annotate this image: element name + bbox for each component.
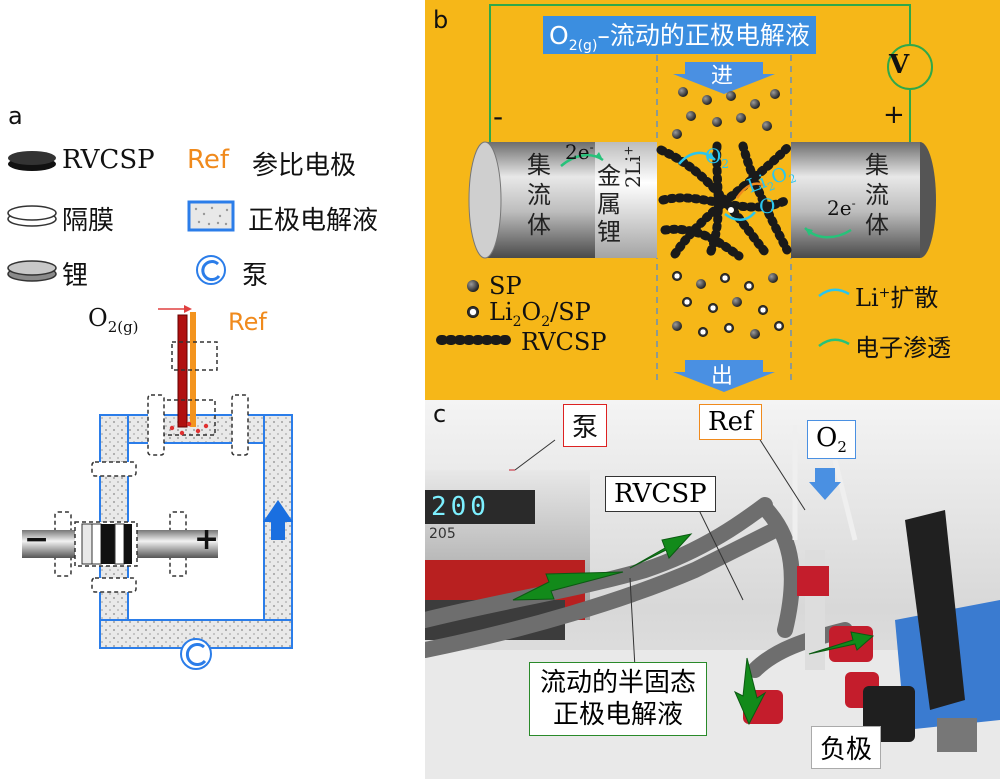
voltmeter-label: V [889, 50, 910, 80]
sp-particles-upper [672, 87, 780, 139]
ref-electrode-tube [190, 312, 196, 427]
panel-b-minus: - [493, 100, 504, 133]
flowing-catholyte-callout: 流动的半固态 正极电解液 [529, 662, 708, 736]
ref-callout: Ref [699, 404, 762, 440]
pump-icon [196, 255, 226, 285]
separator-disc-icon [7, 205, 57, 227]
sp-legend-icon [467, 280, 479, 292]
pump-display: 200 [431, 492, 490, 522]
o2-callout: O2 [807, 420, 856, 460]
panel-a-legend-icons [7, 151, 235, 285]
left-current-collector-label: 集流体 [527, 151, 551, 239]
li-diffusion-legend-icon [818, 288, 850, 297]
sp-legend-label: SP [489, 272, 522, 300]
catholyte-swatch-icon [187, 200, 235, 232]
legend-pump: 泵 [242, 261, 269, 291]
rvcsp-network [656, 141, 792, 261]
particles-lower [672, 271, 784, 339]
anode-callout: 负极 [811, 726, 882, 769]
legend-lithium: 锂 [62, 261, 89, 291]
rvcsp-callout: RVCSP [605, 476, 716, 512]
experimental-setup-photo [425, 400, 1000, 779]
li-diffusion-legend-label: Li+扩散 [855, 284, 939, 312]
electron-percolation-legend-label: 电子渗透 [855, 334, 951, 362]
o2-gas-label: O2(g) [88, 304, 139, 336]
panel-c: c 200 205 泵 Ref O2 RVCSP 流动的半固态 正极电解液 负极 [425, 400, 1000, 779]
li2o2sp-legend-label: Li2O2/SP [489, 298, 591, 330]
o2-reactant-label: O2 [705, 144, 730, 171]
legend-rvcsp: RVCSP [62, 145, 155, 175]
li2o2sp-legend-icon [467, 306, 479, 318]
inlet-arrow-icon [673, 62, 775, 94]
cell-schematic [436, 4, 936, 392]
two-li-plus-label: 2Li+ [621, 145, 645, 188]
electrons-left-label: 2e- [565, 140, 594, 164]
pump-model: 205 [429, 526, 456, 542]
panel-a-minus: − [24, 522, 50, 557]
legend-ref: 参比电极 [252, 151, 357, 181]
legend-ref-prefix: Ref [187, 145, 230, 175]
legend-catholyte: 正极电解液 [248, 206, 379, 236]
panel-b-plus: + [883, 100, 905, 130]
panel-a: a RVCSP [0, 0, 425, 779]
o2-inlet-tube [177, 314, 188, 428]
lithium-disc-icon [7, 260, 57, 282]
panel-b-letter: b [433, 6, 449, 34]
lithium-metal-label: 金属锂 [597, 162, 621, 246]
rvcsp-legend-label: RVCSP [521, 328, 607, 356]
flow-circuit-diagram [22, 305, 293, 670]
voltmeter-icon [887, 44, 933, 90]
electrons-right-label: 2e- [827, 196, 856, 220]
pump-callout: 泵 [563, 404, 608, 447]
cell-stack [81, 523, 132, 565]
inlet-label: 进 [711, 64, 734, 89]
flow-up-arrow-icon [263, 500, 293, 540]
ref-electrode-label: Ref [228, 308, 267, 336]
right-current-collector-label: 集流体 [865, 151, 889, 239]
panel-a-letter: a [8, 102, 23, 130]
legend-separator: 隔膜 [62, 206, 115, 236]
rvcsp-disc-icon [8, 151, 56, 171]
outlet-arrow-icon [673, 360, 775, 392]
outlet-label: 出 [711, 364, 734, 389]
panel-b: b O2(g)–流动的正极电解液 V 进 出 - + 集流体 集流体 金属锂 2… [425, 0, 1000, 400]
electron-legend-icon [818, 338, 850, 347]
o-species-label: O [759, 194, 776, 218]
panel-b-title: O2(g)–流动的正极电解液 [543, 16, 816, 54]
panel-c-letter: c [433, 400, 447, 428]
panel-a-plus: + [194, 522, 220, 557]
